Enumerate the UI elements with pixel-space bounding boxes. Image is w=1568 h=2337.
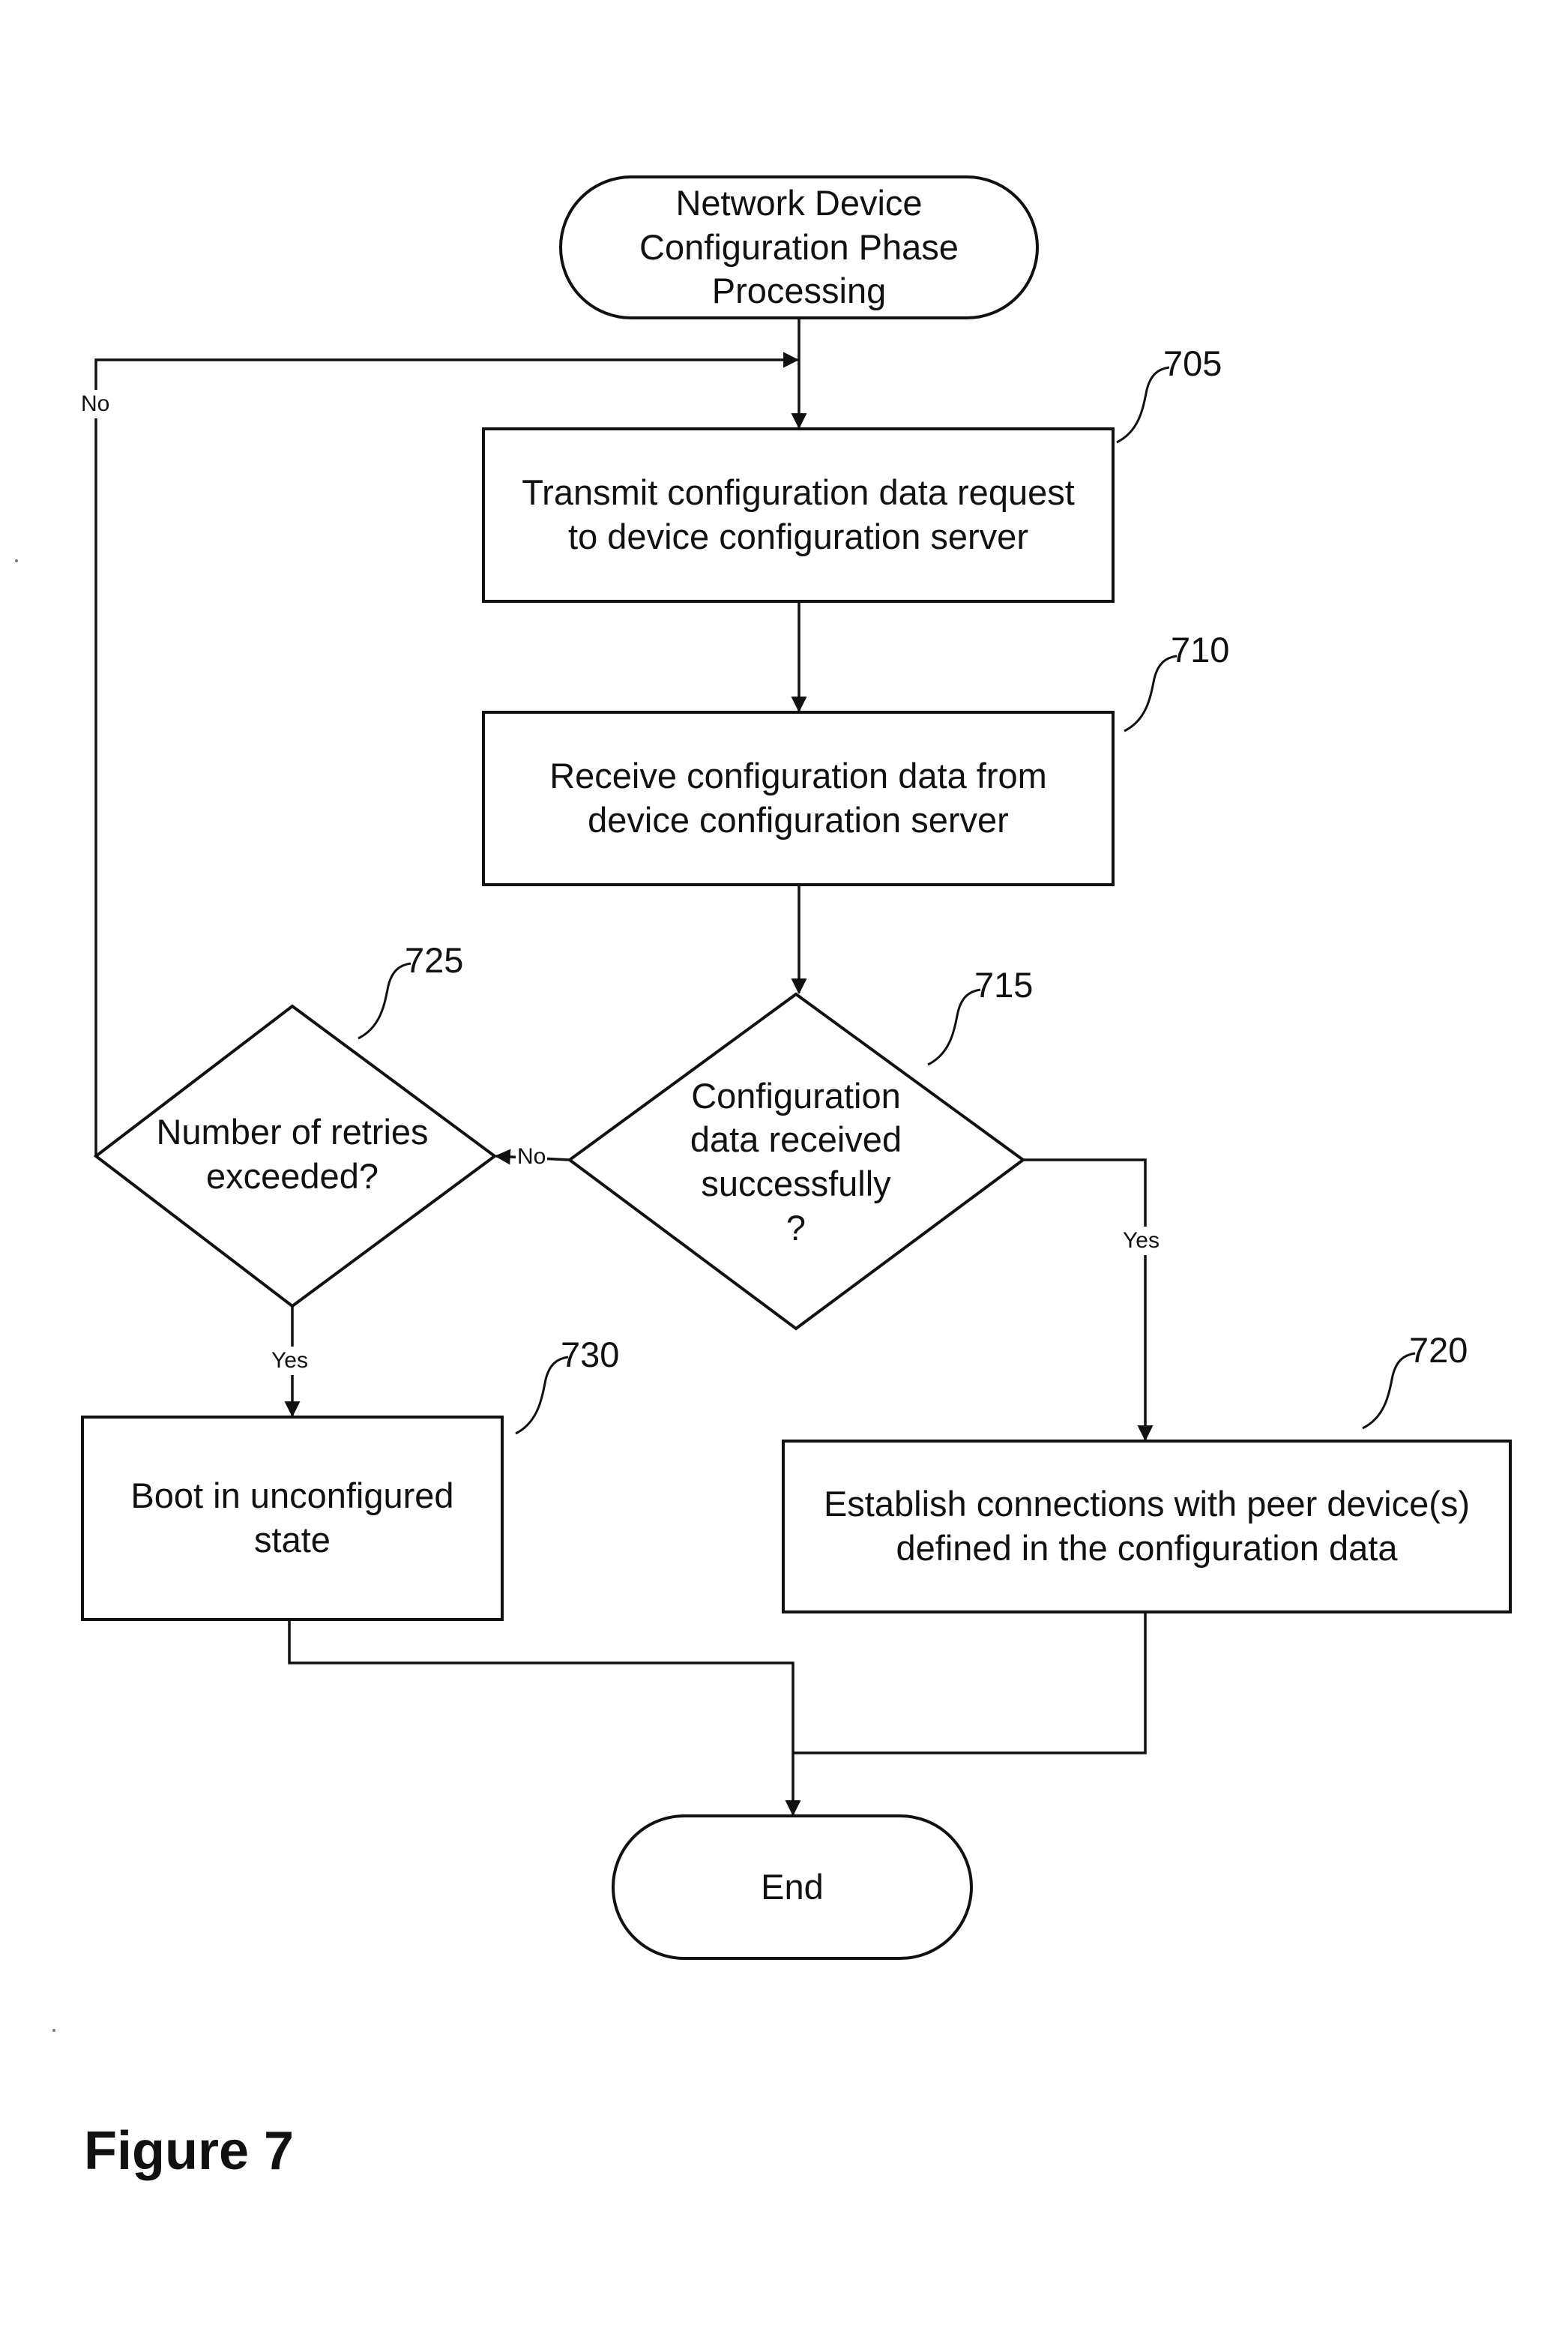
decision-715-label: Configuration data received successfully…	[645, 1065, 947, 1260]
leader-725	[358, 963, 411, 1038]
decision-725-ref: 725	[405, 939, 463, 983]
step-710-ref: 710	[1171, 628, 1229, 673]
start-label: Network Device Configuration Phase Proce…	[561, 177, 1037, 318]
edge-715-yes-to-720	[1023, 1160, 1145, 1440]
leader-720	[1363, 1353, 1415, 1428]
step-705-ref: 705	[1163, 342, 1222, 386]
decision-715-ref: 715	[974, 963, 1033, 1008]
figure-label: Figure 7	[84, 2117, 294, 2185]
edge-label-yes-725: Yes	[270, 1347, 310, 1375]
leader-705	[1117, 367, 1169, 442]
edge-label-yes-715: Yes	[1121, 1227, 1161, 1255]
edge-730-to-end	[289, 1619, 793, 1814]
edge-label-no-loop: No	[79, 390, 111, 418]
step-710-label: Receive configuration data from device c…	[483, 712, 1113, 885]
step-720-label: Establish connections with peer device(s…	[783, 1441, 1510, 1612]
end-label: End	[613, 1816, 971, 1958]
step-730-label: Boot in unconfigured state	[82, 1417, 502, 1619]
leader-715	[928, 990, 980, 1065]
step-720-ref: 720	[1409, 1329, 1468, 1373]
edge-720-to-end	[793, 1612, 1145, 1753]
edge-label-no-715: No	[516, 1143, 547, 1171]
step-730-ref: 730	[561, 1333, 619, 1377]
leader-710	[1124, 656, 1177, 731]
scan-dot	[52, 2029, 55, 2032]
decision-725-label: Number of retries exceeded?	[135, 1087, 450, 1222]
scan-dot	[15, 559, 18, 562]
step-705-label: Transmit configuration data request to d…	[483, 429, 1113, 601]
